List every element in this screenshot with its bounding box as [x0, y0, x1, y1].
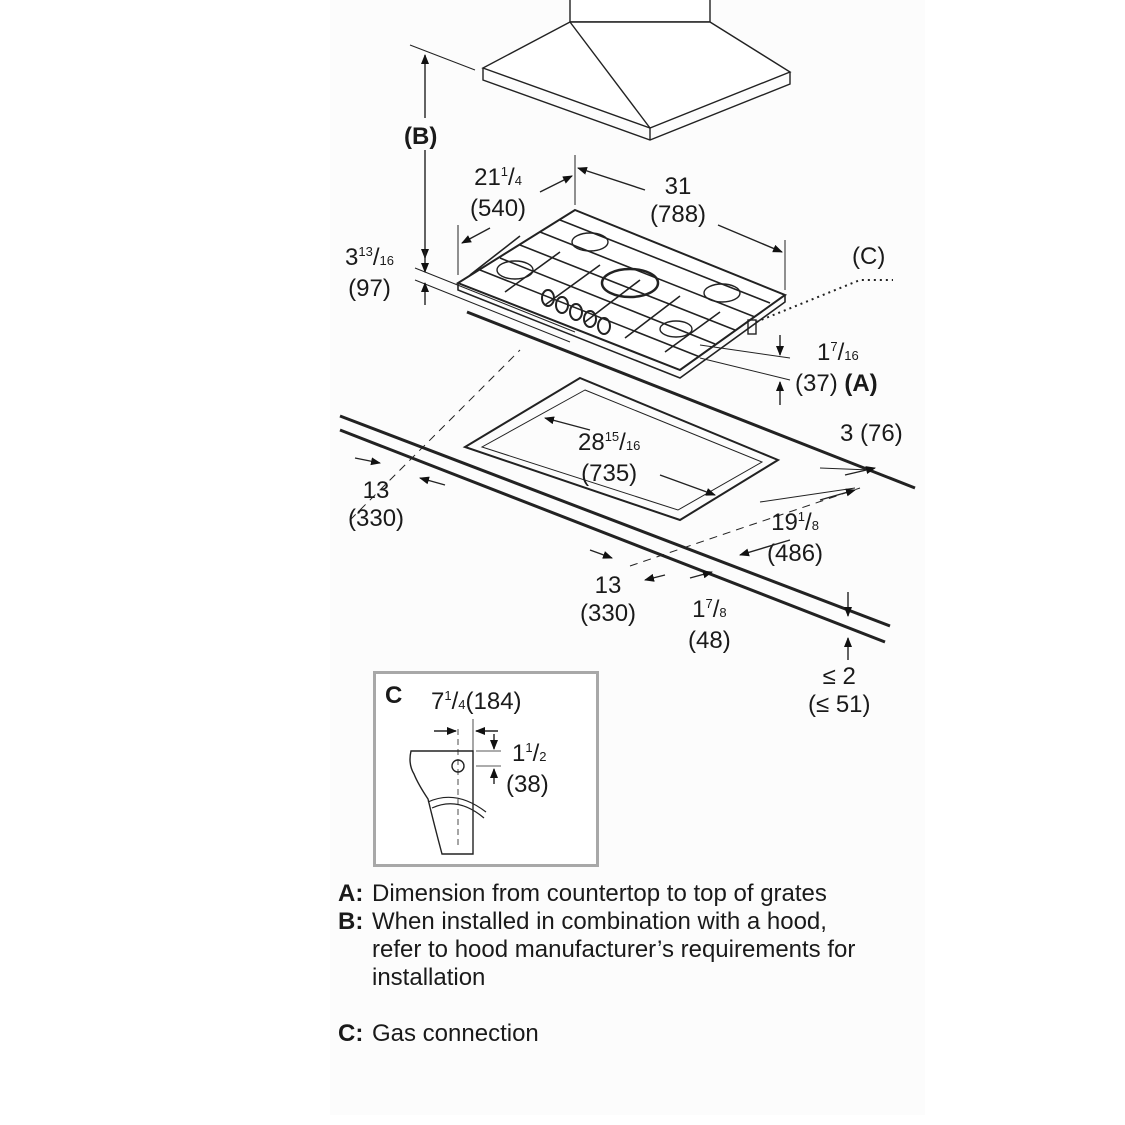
legend-item-b: B: When installed in combination with a …	[338, 908, 858, 992]
inset-drawing	[409, 719, 501, 855]
label-c: (C)	[852, 243, 886, 270]
inset-key: C	[385, 682, 403, 709]
diagram-panel	[330, 0, 925, 1115]
dim-front-edge: 17/8(48)	[688, 596, 731, 654]
inset-height: 11/2(38)	[506, 740, 549, 798]
legend-key: B:	[338, 908, 364, 935]
inset-offset: 71/4(184)	[431, 688, 522, 715]
legend-text: Gas connection	[372, 1020, 539, 1047]
legend-item-c: C: Gas connection	[338, 1020, 858, 1048]
dim-cutout-depth: 191/8(486)	[767, 509, 824, 567]
dim-right-clearance: 13(330)	[580, 572, 637, 627]
dim-counter-thickness: ≤ 2(≤ 51)	[808, 663, 871, 718]
legend-key: A:	[338, 880, 364, 907]
cooktop	[455, 208, 788, 379]
dim-left-clearance: 13(330)	[348, 477, 405, 532]
dim-a: 17/16(37) (A)	[795, 339, 878, 397]
legend-text: Dimension from countertop to top of grat…	[372, 880, 827, 907]
legend-text: When installed in combination with a hoo…	[372, 908, 856, 991]
legend-item-a: A: Dimension from countertop to top of g…	[338, 880, 858, 908]
dim-back-clearance: 3 (76)	[840, 420, 903, 447]
dim-height-top: 313/16(97)	[345, 244, 394, 302]
gas-connection-inset: C 71/4(184) 11/2(38)	[373, 671, 599, 867]
dim-width: 31(788)	[650, 173, 707, 228]
countertop	[339, 310, 916, 644]
range-hood	[481, 0, 792, 141]
legend: A: Dimension from countertop to top of g…	[338, 880, 858, 1048]
dim-cutout-width: 2815/16(735)	[578, 429, 641, 487]
dim-depth: 211/4(540)	[470, 164, 527, 222]
legend-key: C:	[338, 1020, 364, 1047]
label-b: (B)	[404, 123, 438, 150]
